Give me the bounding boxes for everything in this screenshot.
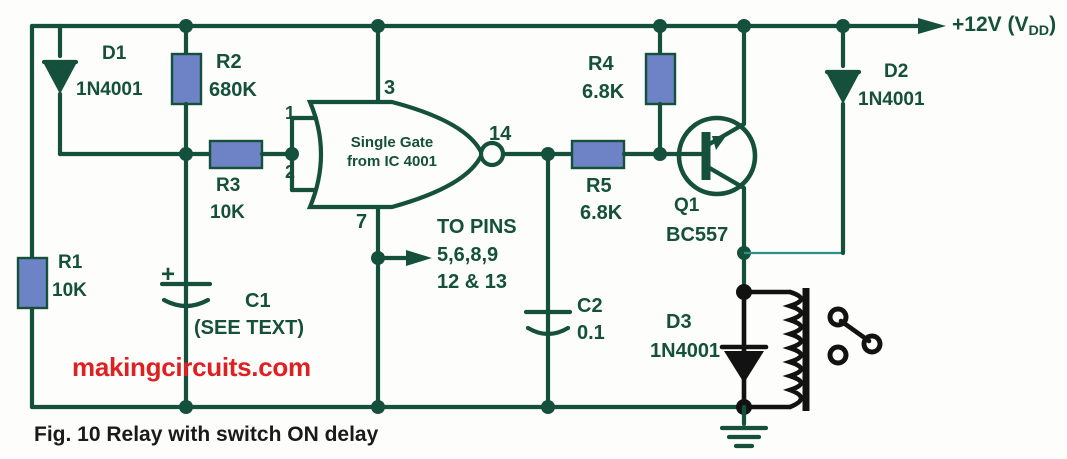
label-r1-ref: R1 <box>58 252 83 273</box>
label-q1-ref: Q1 <box>674 195 700 216</box>
label-pin-14: 14 <box>489 123 512 145</box>
label-r4-ref: R4 <box>588 53 614 75</box>
label-supply-voltage: +12V (VDD) <box>952 13 1057 39</box>
label-unused-pins-line2: 5,6,8,9 <box>437 244 499 266</box>
label-q1-value: BC557 <box>666 224 729 246</box>
label-r1-value: 10K <box>52 280 87 301</box>
supply-main-text: +12V (V <box>952 13 1029 36</box>
label-r2-ref: R2 <box>216 51 242 73</box>
diode-d1 <box>41 23 189 157</box>
label-pin-2: 2 <box>285 162 296 182</box>
label-unused-pins-line1: TO PINS <box>437 216 517 238</box>
label-pin-1: 1 <box>285 103 296 123</box>
resistor-r4 <box>644 19 677 157</box>
resistor-r1 <box>16 256 49 310</box>
supply-subscript: DD <box>1028 22 1050 39</box>
label-pin-7: 7 <box>356 211 368 233</box>
label-gate-line1: Single Gate <box>350 134 434 151</box>
watermark-makingcircuits: makingcircuits.com <box>72 352 311 382</box>
label-d1-value: 1N4001 <box>76 79 143 100</box>
resistor-r5 <box>570 139 667 170</box>
label-d2-ref: D2 <box>884 61 909 82</box>
transistor-q1 <box>657 19 758 295</box>
supply-rail-top <box>29 18 946 34</box>
label-c1-polarity: + <box>161 261 176 288</box>
resistor-r2 <box>170 23 203 157</box>
label-d2-value: 1N4001 <box>858 89 925 110</box>
label-d1-ref: D1 <box>102 43 127 64</box>
label-r2-value: 680K <box>209 79 257 101</box>
capacitor-c1 <box>159 281 213 309</box>
relay-assembly <box>719 284 883 415</box>
node-gate-output <box>541 147 575 414</box>
label-c1-ref: C1 <box>245 290 271 312</box>
figure-caption: Fig. 10 Relay with switch ON delay <box>34 423 379 446</box>
label-r5-ref: R5 <box>586 175 612 197</box>
label-c2-value: 0.1 <box>577 322 605 344</box>
capacitor-c2 <box>523 309 573 337</box>
label-unused-pins-line3: 12 & 13 <box>437 271 508 293</box>
supply-tail-text: ) <box>1049 13 1057 36</box>
label-pin-3: 3 <box>384 77 396 99</box>
label-c1-value: (SEE TEXT) <box>194 317 305 339</box>
label-gate-line2: from IC 4001 <box>346 153 438 170</box>
nor-gate-ic4001 <box>289 19 551 414</box>
label-r5-value: 6.8K <box>580 202 623 224</box>
label-r4-value: 6.8K <box>582 81 625 103</box>
ground-symbol <box>719 404 769 449</box>
label-c2-ref: C2 <box>577 295 603 317</box>
label-d3-ref: D3 <box>666 311 692 333</box>
label-r3-value: 10K <box>210 202 245 223</box>
diode-d2 <box>824 19 862 256</box>
resistor-r3 <box>183 139 299 170</box>
label-d3-value: 1N4001 <box>650 340 721 362</box>
label-r3-ref: R3 <box>216 175 241 196</box>
